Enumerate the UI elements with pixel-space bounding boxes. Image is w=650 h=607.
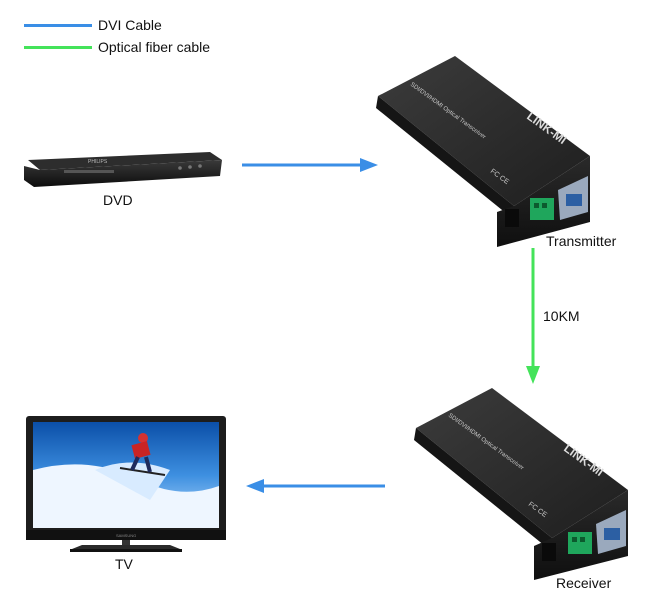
transmitter-device: LINK-MI SDI/DVI/HDMI Optical Transceiver…: [376, 56, 590, 247]
dvd-player: PHILIPS: [24, 152, 222, 187]
dvd-brand-text: PHILIPS: [88, 159, 108, 165]
dvi-arrow-receiver-to-tv: [246, 479, 385, 493]
transmitter-label: Transmitter: [546, 233, 617, 249]
dvi-arrow-dvd-to-transmitter: [242, 158, 378, 172]
tv-device: SAMSUNG: [26, 416, 226, 552]
legend-label-fiber: Optical fiber cable: [98, 39, 211, 55]
legend-label-dvi: DVI Cable: [98, 17, 162, 33]
tv-brand-text: SAMSUNG: [116, 533, 136, 538]
receiver-label: Receiver: [556, 575, 612, 591]
distance-label: 10KM: [543, 308, 580, 324]
receiver-device: LINK-MI SDI/DVI/HDMI Optical Transceiver…: [414, 388, 628, 580]
fiber-arrow-transmitter-to-receiver: [526, 248, 540, 384]
legend-line-dvi: [24, 24, 92, 27]
tv-label: TV: [115, 556, 133, 572]
dvd-label: DVD: [103, 192, 133, 208]
legend-line-fiber: [24, 46, 92, 49]
